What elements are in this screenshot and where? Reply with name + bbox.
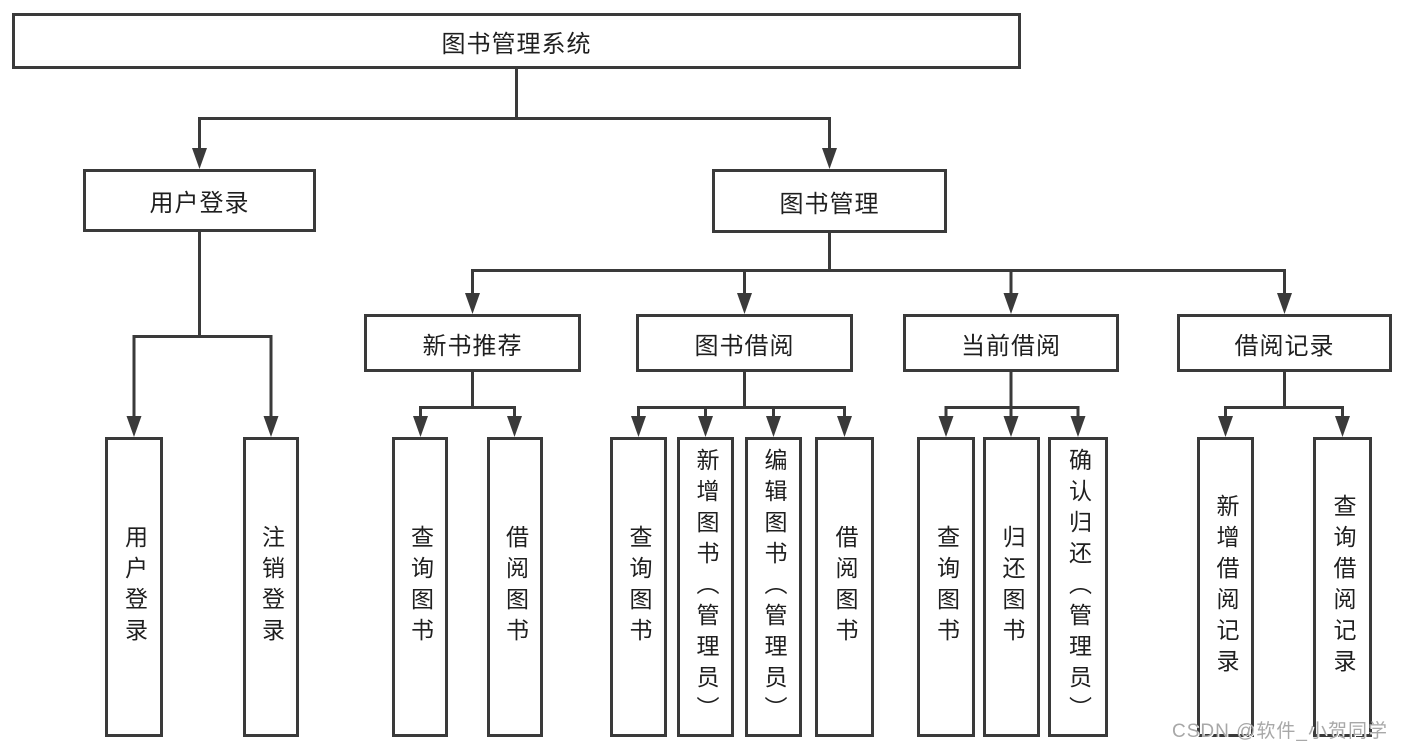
node-user-login-label: 用户登录: [149, 190, 250, 217]
node-library-system: 图书管理系统: [12, 13, 1021, 69]
leaf-bb-borrow-books-label: 借阅图书: [832, 525, 858, 649]
node-new-book-recommend: 新书推荐: [364, 314, 581, 372]
connector-new-book-recommend-to-children: [413, 372, 522, 437]
leaf-nbr-borrow-books: 借阅图书: [487, 437, 543, 737]
node-library-system-label: 图书管理系统: [441, 30, 592, 58]
leaf-bb-add-books-admin-label: 新增图书（管理员）: [693, 447, 719, 727]
leaf-bb-borrow-books: 借阅图书: [815, 437, 874, 737]
node-book-management-label: 图书管理: [779, 190, 880, 218]
connector-book-management-to-children: [465, 233, 1292, 314]
leaf-cb-query-books-label: 查询图书: [933, 525, 960, 649]
leaf-cb-confirm-return-admin: 确认归还（管理员）: [1048, 437, 1108, 737]
leaf-logout: 注销登录: [243, 437, 299, 737]
node-current-borrowing: 当前借阅: [903, 314, 1119, 372]
leaf-user-login: 用户登录: [105, 437, 163, 737]
leaf-bb-query-books: 查询图书: [610, 437, 667, 737]
node-book-borrowing: 图书借阅: [636, 314, 853, 372]
leaf-br-query-borrow-record-label: 查询借阅记录: [1330, 494, 1356, 680]
connector-current-borrowing-to-children: [938, 372, 1086, 437]
leaf-bb-edit-books-admin-label: 编辑图书（管理员）: [761, 447, 787, 727]
connector-borrow-records-to-children: [1218, 372, 1350, 437]
watermark-text: CSDN @软件_小贺同学: [1172, 721, 1388, 742]
leaf-bb-query-books-label: 查询图书: [626, 525, 652, 649]
node-current-borrowing-label: 当前借阅: [961, 332, 1061, 360]
leaf-br-add-borrow-record: 新增借阅记录: [1197, 437, 1254, 737]
connector-book-borrowing-to-children: [631, 372, 852, 437]
leaf-user-login-label: 用户登录: [121, 525, 148, 649]
leaf-cb-query-books: 查询图书: [917, 437, 975, 737]
leaf-nbr-borrow-books-label: 借阅图书: [502, 525, 529, 649]
node-borrow-records: 借阅记录: [1177, 314, 1392, 372]
leaf-br-query-borrow-record: 查询借阅记录: [1313, 437, 1372, 737]
node-user-login: 用户登录: [83, 169, 316, 232]
leaf-nbr-query-books-label: 查询图书: [407, 525, 434, 649]
leaf-bb-edit-books-admin: 编辑图书（管理员）: [745, 437, 802, 737]
node-book-borrowing-label: 图书借阅: [694, 332, 795, 360]
leaf-cb-return-books: 归还图书: [983, 437, 1040, 737]
node-borrow-records-label: 借阅记录: [1234, 332, 1335, 360]
connector-root-to-level2: [192, 69, 837, 169]
leaf-br-add-borrow-record-label: 新增借阅记录: [1213, 494, 1239, 680]
leaf-nbr-query-books: 查询图书: [392, 437, 448, 737]
leaf-bb-add-books-admin: 新增图书（管理员）: [677, 437, 734, 737]
node-book-management: 图书管理: [712, 169, 947, 233]
node-new-book-recommend-label: 新书推荐: [422, 332, 523, 360]
leaf-logout-label: 注销登录: [258, 525, 285, 649]
connector-user-login-to-children: [126, 232, 279, 437]
leaf-cb-confirm-return-admin-label: 确认归还（管理员）: [1065, 447, 1092, 727]
leaf-cb-return-books-label: 归还图书: [999, 525, 1025, 649]
